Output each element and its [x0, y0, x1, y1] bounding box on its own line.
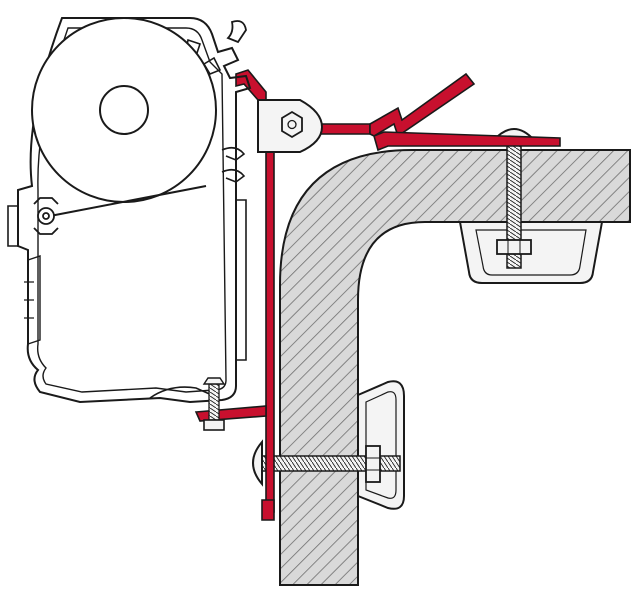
vehicle-wall [279, 149, 631, 586]
bracket-vertical-leg [265, 99, 275, 513]
bracket-roof-flange [373, 131, 561, 152]
housing-end-channel [7, 205, 18, 247]
roof-fastening [458, 128, 604, 284]
bracket-clamp [257, 99, 324, 153]
wall-section [279, 149, 631, 586]
roof-bolt-nut [496, 239, 532, 255]
side-backing-plate [357, 380, 405, 510]
awning-fabric [49, 185, 207, 217]
housing-inner-shell [36, 27, 227, 393]
housing-outer-shell [17, 17, 252, 404]
bracket-spring-clip [369, 72, 476, 138]
housing-rail-slot [221, 146, 246, 161]
bracket-roof-arm [317, 123, 371, 135]
side-fastening [252, 380, 405, 510]
bracket-lower-foot [194, 405, 267, 422]
roller-axle [99, 85, 149, 135]
housing-bottom-lip [149, 386, 215, 399]
lead-rail [33, 197, 59, 235]
awning-housing [7, 17, 252, 404]
side-bolt-nut [365, 445, 381, 483]
bracket-top-hook [235, 69, 267, 101]
housing-lower-bolt [202, 377, 226, 431]
fabric-roller [31, 17, 217, 217]
bracket-bottom-tail [261, 499, 275, 521]
clamp-hex-nut [281, 110, 303, 139]
side-bolt-head [252, 439, 263, 487]
housing-top-hook [226, 20, 247, 44]
